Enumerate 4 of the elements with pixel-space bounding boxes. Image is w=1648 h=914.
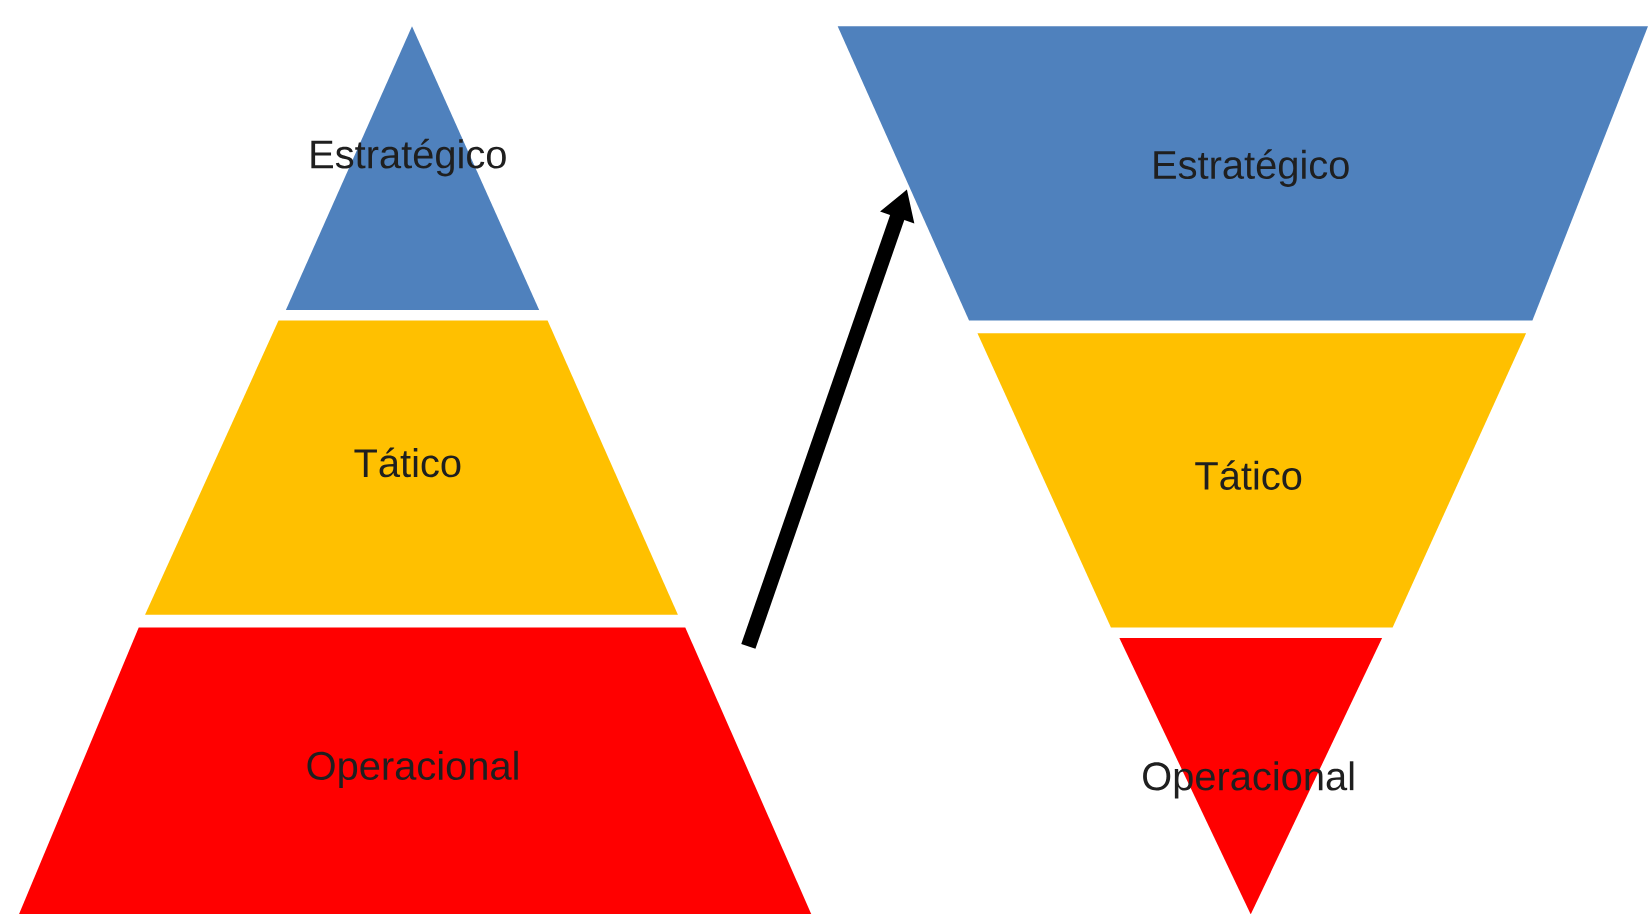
pyramid-layer: Operacional bbox=[18, 627, 812, 914]
pyramid-layer: Estratégico bbox=[837, 26, 1648, 321]
pyramid-layer: Tático bbox=[145, 320, 678, 615]
pyramid-layer: Tático bbox=[977, 333, 1527, 628]
